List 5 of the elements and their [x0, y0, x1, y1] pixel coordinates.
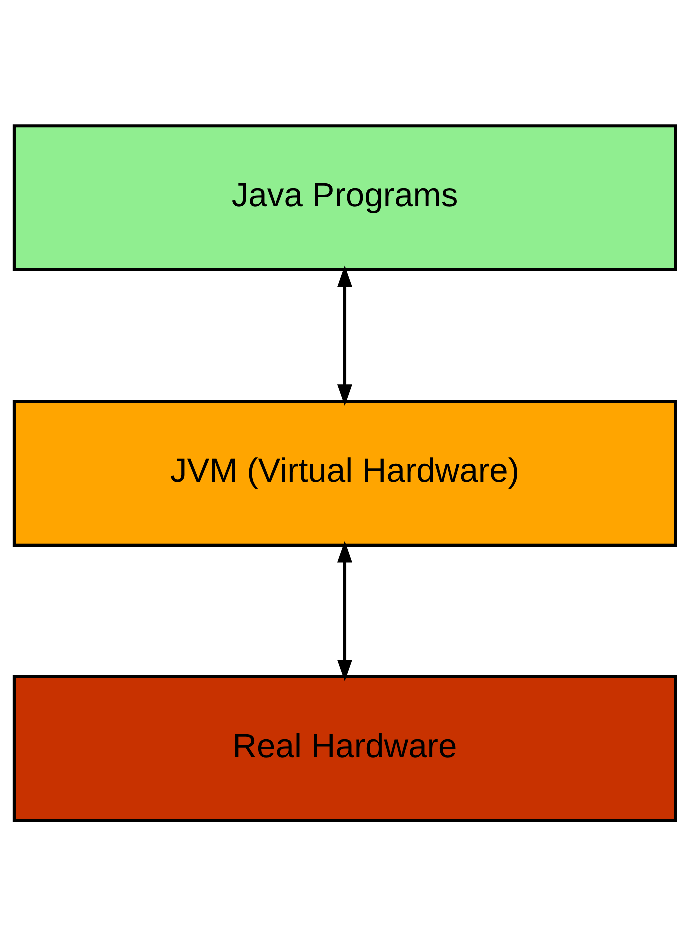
node-box: Java Programs [12, 124, 678, 272]
arrow [337, 541, 353, 682]
arrow [337, 266, 353, 406]
node-box: JVM (Virtual Hardware) [12, 400, 678, 547]
node-box: Real Hardware [12, 676, 678, 822]
